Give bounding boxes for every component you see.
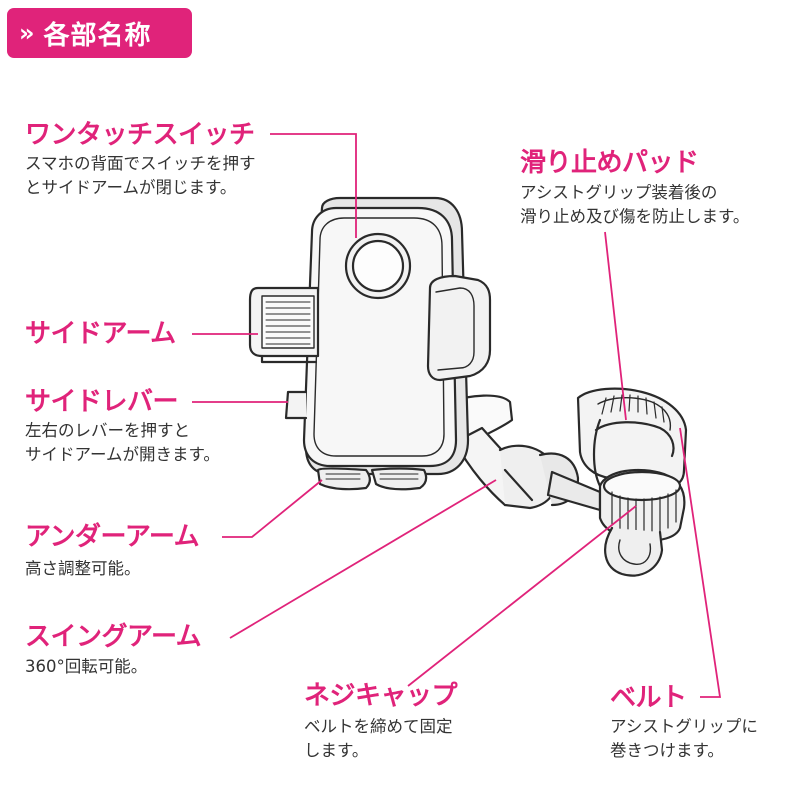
label-screw-cap: ネジキャップ [304, 681, 458, 711]
desc-screw-cap-1: ベルトを締めて固定 [304, 717, 453, 736]
label-belt: ベルト [610, 683, 687, 713]
leader-anti-slip [604, 231, 627, 421]
label-side-lever: サイドレバー [25, 387, 179, 417]
desc-belt-2: 巻きつけます。 [610, 741, 724, 760]
leader-one-touch [270, 133, 357, 238]
desc-swing-arm: 360°回転可能。 [25, 657, 148, 676]
section-title: 各部名称 [43, 20, 152, 51]
leader-screw-cap [407, 505, 637, 687]
label-under-arm: アンダーアーム [25, 522, 200, 552]
leader-swing-arm [229, 479, 497, 639]
desc-screw-cap-2: します。 [304, 741, 369, 760]
desc-side-lever-1: 左右のレバーを押すと [25, 421, 190, 440]
section-header: » 各部名称 [7, 8, 192, 58]
leader-under-arm [222, 479, 323, 538]
desc-anti-slip-pad-1: アシストグリップ装着後の [520, 183, 718, 202]
leader-belt [679, 427, 722, 698]
desc-belt-1: アシストグリップに [610, 717, 758, 736]
side-lever-shape [284, 390, 308, 420]
desc-under-arm: 高さ調整可能。 [25, 559, 141, 578]
cradle-body [302, 206, 458, 468]
desc-side-lever-2: サイドアームが開きます。 [25, 445, 220, 464]
desc-one-touch-switch-2: とサイドアームが閉じます。 [25, 178, 237, 197]
label-one-touch-switch: ワンタッチスイッチ [25, 120, 255, 150]
desc-one-touch-switch-1: スマホの背面でスイッチを押す [25, 154, 256, 173]
label-side-arm: サイドアーム [25, 319, 176, 349]
label-anti-slip-pad: 滑り止めパッド [520, 148, 699, 178]
desc-anti-slip-pad-2: 滑り止め及び傷を防止します。 [520, 207, 750, 226]
label-swing-arm: スイングアーム [25, 622, 202, 652]
